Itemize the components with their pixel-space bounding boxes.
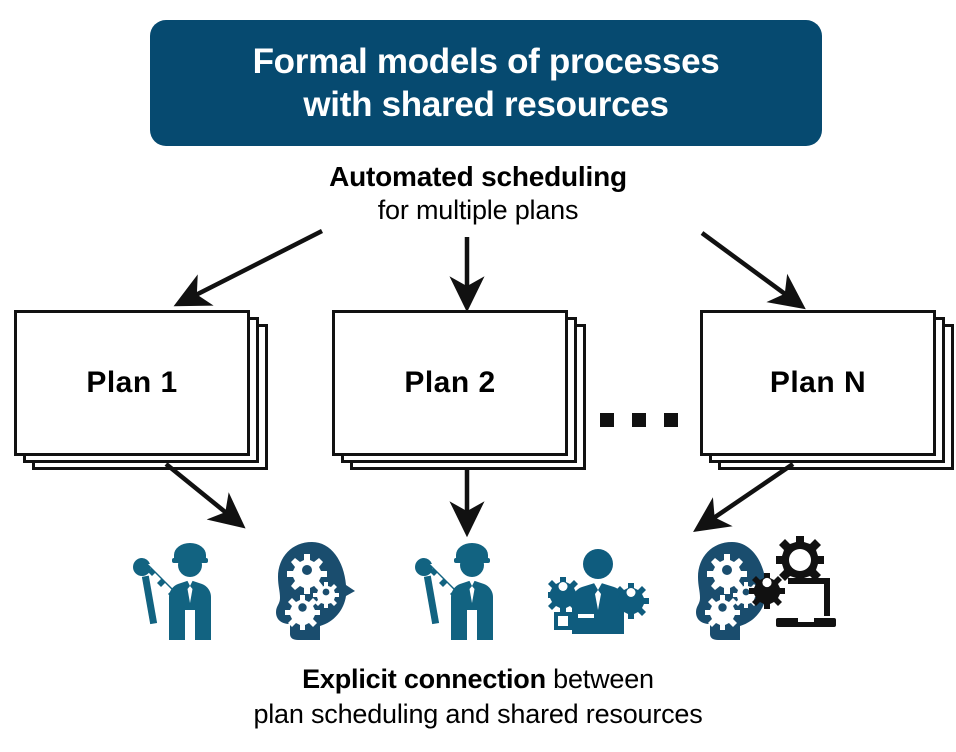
worker-wrench-icon <box>410 534 514 640</box>
mid-caption-strong: Automated scheduling <box>329 161 627 192</box>
bottom-caption-strong: Explicit connection <box>302 664 546 694</box>
ellipsis-dot-2 <box>632 413 646 427</box>
plan-box-2[interactable]: Plan 2 <box>332 310 586 470</box>
worker-wrench-icon <box>128 534 232 640</box>
plan-box-1-label: Plan 1 <box>86 366 178 399</box>
arrow-to-plan-1 <box>173 228 324 307</box>
plan-box-1-sheet-front: Plan 1 <box>14 310 250 456</box>
plan-box-n[interactable]: Plan N <box>700 310 954 470</box>
bottom-caption-light-tail: between <box>545 664 654 694</box>
banner-formal-models: Formal models of processes with shared r… <box>150 20 822 146</box>
arrow-plan-n-to-resources <box>693 462 795 533</box>
plan-box-1[interactable]: Plan 1 <box>14 310 268 470</box>
bottom-caption: Explicit connection between plan schedul… <box>0 662 956 732</box>
shared-resources-icon-row <box>128 534 840 640</box>
plan-box-n-label: Plan N <box>769 366 867 399</box>
ellipsis-dot-1 <box>600 413 614 427</box>
ellipsis-dot-3 <box>664 413 678 427</box>
plan-box-n-sheet-front: Plan N <box>700 310 936 456</box>
arrow-plan-1-to-resources <box>164 462 246 529</box>
arrow-to-plan-n <box>700 231 806 310</box>
plan-box-2-sheet-front: Plan 2 <box>332 310 568 456</box>
banner-line-2: with shared resources <box>303 85 669 124</box>
mid-caption: Automated scheduling for multiple plans <box>0 160 956 227</box>
bottom-caption-line-2: plan scheduling and shared resources <box>253 699 703 729</box>
mid-caption-light: for multiple plans <box>377 195 579 225</box>
head-gears-icon <box>688 534 792 640</box>
bottom-caption-line-1: Explicit connection between <box>0 662 956 697</box>
banner-line-1: Formal models of processes <box>252 42 720 81</box>
plans-ellipsis <box>600 411 678 429</box>
manager-gears-icon <box>548 534 652 640</box>
laptop-gears-icon <box>736 534 840 640</box>
head-gears-icon <box>268 534 372 640</box>
plan-box-2-label: Plan 2 <box>404 366 496 399</box>
